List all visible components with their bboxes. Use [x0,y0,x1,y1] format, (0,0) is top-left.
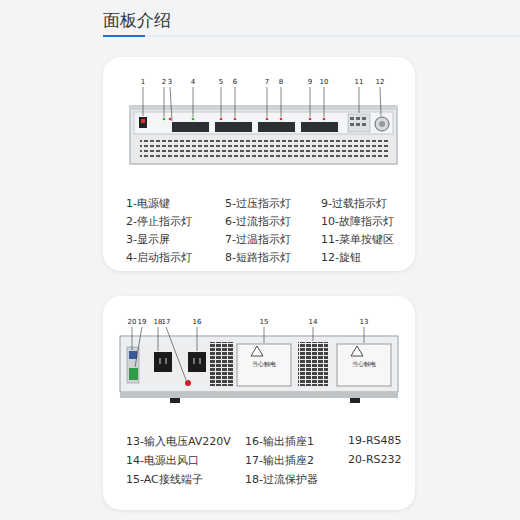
callout-number: 9 [308,78,312,86]
legend-item: 6-过流指示灯 [225,214,291,229]
callout-number: 14 [309,318,318,326]
callout-number: 2 [162,78,166,86]
legend-item: 11-菜单按键区 [321,232,394,247]
legend-item: 12-旋钮 [321,250,361,265]
legend-item: 2-停止指示灯 [126,214,192,229]
legend-item: 15-AC接线端子 [126,472,203,487]
callout-number: 19 [138,318,147,326]
callout-number: 6 [233,78,237,86]
warning-label: 当心触电 [352,360,376,369]
callout-number: 16 [193,318,202,326]
legend-item: 9-过载指示灯 [321,196,387,211]
callout-number: 20 [128,318,137,326]
legend-item: 16-输出插座1 [245,434,314,449]
legend-item: 20-RS232 [348,453,402,466]
legend-item: 14-电源出风口 [126,453,199,468]
warning-label: 当心触电 [252,360,276,369]
callout-number: 17 [162,318,171,326]
legend-item: 18-过流保护器 [245,472,318,487]
legend-item: 19-RS485 [348,434,402,447]
legend-item: 10-故障指示灯 [321,214,394,229]
legend-item: 8-短路指示灯 [225,250,291,265]
callout-number: 12 [376,78,385,86]
callout-number: 10 [320,78,329,86]
panel-card: 13-输入电压AV220V 14-电源出风口 15-AC接线端子 16-输出插座1 17… [103,296,415,510]
callout-number: 1 [141,78,145,86]
callout-number: 3 [168,78,172,86]
callout-number: 18 [154,318,163,326]
callout-number: 13 [360,318,369,326]
callout-number: 15 [260,318,269,326]
callout-number: 7 [265,78,269,86]
page-title: 面板介绍 [103,9,171,32]
legend-item: 3-显示屏 [126,232,170,247]
legend-item: 17-输出插座2 [245,453,314,468]
callout-number: 11 [355,78,364,86]
legend-item: 7-过温指示灯 [225,232,291,247]
callout-number: 8 [279,78,283,86]
callout-number: 4 [191,78,195,86]
legend-item: 13-输入电压AV220V [126,434,231,449]
callout-number: 5 [219,78,223,86]
legend-item: 4-启动指示灯 [126,250,192,265]
legend-item: 5-过压指示灯 [225,196,291,211]
legend-item: 1-电源键 [126,196,170,211]
